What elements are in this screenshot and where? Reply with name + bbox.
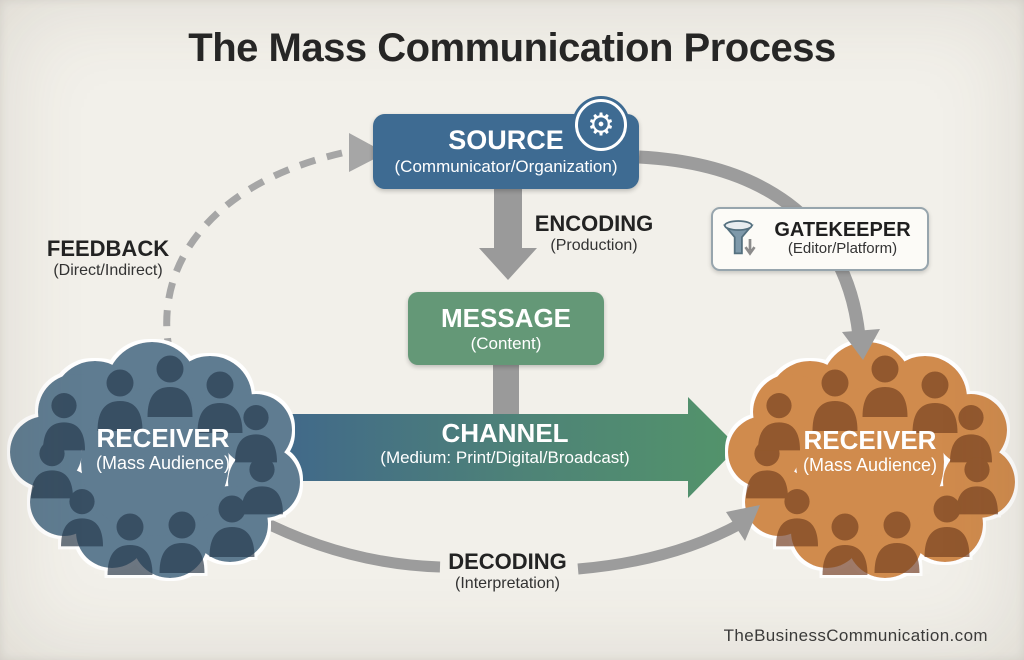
source-to-receiver-arrowhead-icon [842, 329, 880, 360]
funnel-down-icon [723, 220, 756, 256]
receiver-left-label: RECEIVER (Mass Audience) [58, 423, 268, 474]
channel-subtitle: (Medium: Print/Digital/Broadcast) [380, 448, 630, 468]
encoding-title: ENCODING [534, 211, 654, 236]
decoding-title: DECODING [448, 549, 567, 574]
decoding-arrow-right-segment [577, 519, 743, 575]
decoding-arrowhead-icon [726, 505, 760, 541]
receiver-right-label: RECEIVER (Mass Audience) [763, 425, 977, 476]
message-to-channel-connector [493, 363, 519, 415]
decoding-label: DECODING (Interpretation) [420, 550, 595, 593]
gatekeeper-sublabel: (Editor/Platform) [787, 240, 898, 258]
gear-glyph: ⚙ [587, 107, 615, 142]
receiver-right-subtitle: (Mass Audience) [802, 455, 938, 476]
feedback-arrow [163, 149, 343, 355]
receiver-left-cloud [10, 342, 300, 578]
encoding-arrow [479, 188, 537, 280]
encoding-subtitle: (Production) [550, 237, 638, 255]
receiver-right-title: RECEIVER [803, 425, 937, 455]
encoding-label: ENCODING (Production) [512, 212, 676, 255]
gatekeeper-label: GATEKEEPER [774, 219, 911, 242]
receiver-left-subtitle: (Mass Audience) [95, 453, 231, 474]
source-to-receiver-arrow [638, 150, 866, 337]
channel-title: CHANNEL [441, 418, 569, 448]
source-sublabel: (Communicator/Organization) [394, 157, 618, 177]
receiver-right-cloud [728, 342, 1015, 578]
source-label: SOURCE [448, 125, 564, 156]
receiver-left-title: RECEIVER [96, 423, 230, 453]
message-node: MESSAGE (Content) [408, 292, 604, 365]
gatekeeper-node: GATEKEEPER (Editor/Platform) [711, 207, 929, 271]
channel-arrow [268, 397, 738, 498]
decoding-arrow-left-segment [253, 513, 441, 573]
feedback-label: FEEDBACK (Direct/Indirect) [18, 237, 198, 280]
diagram-title: The Mass Communication Process [188, 26, 836, 70]
watermark: TheBusinessCommunication.com [723, 626, 988, 645]
channel-label: CHANNEL (Medium: Print/Digital/Broadcast… [320, 418, 690, 468]
gear-icon: ⚙ [575, 99, 627, 151]
message-label: MESSAGE [440, 302, 572, 333]
feedback-title: FEEDBACK [46, 236, 170, 261]
message-sublabel: (Content) [470, 333, 542, 353]
feedback-subtitle: (Direct/Indirect) [53, 262, 163, 280]
decoding-subtitle: (Interpretation) [455, 575, 560, 593]
feedback-arrowhead-icon [349, 133, 386, 172]
